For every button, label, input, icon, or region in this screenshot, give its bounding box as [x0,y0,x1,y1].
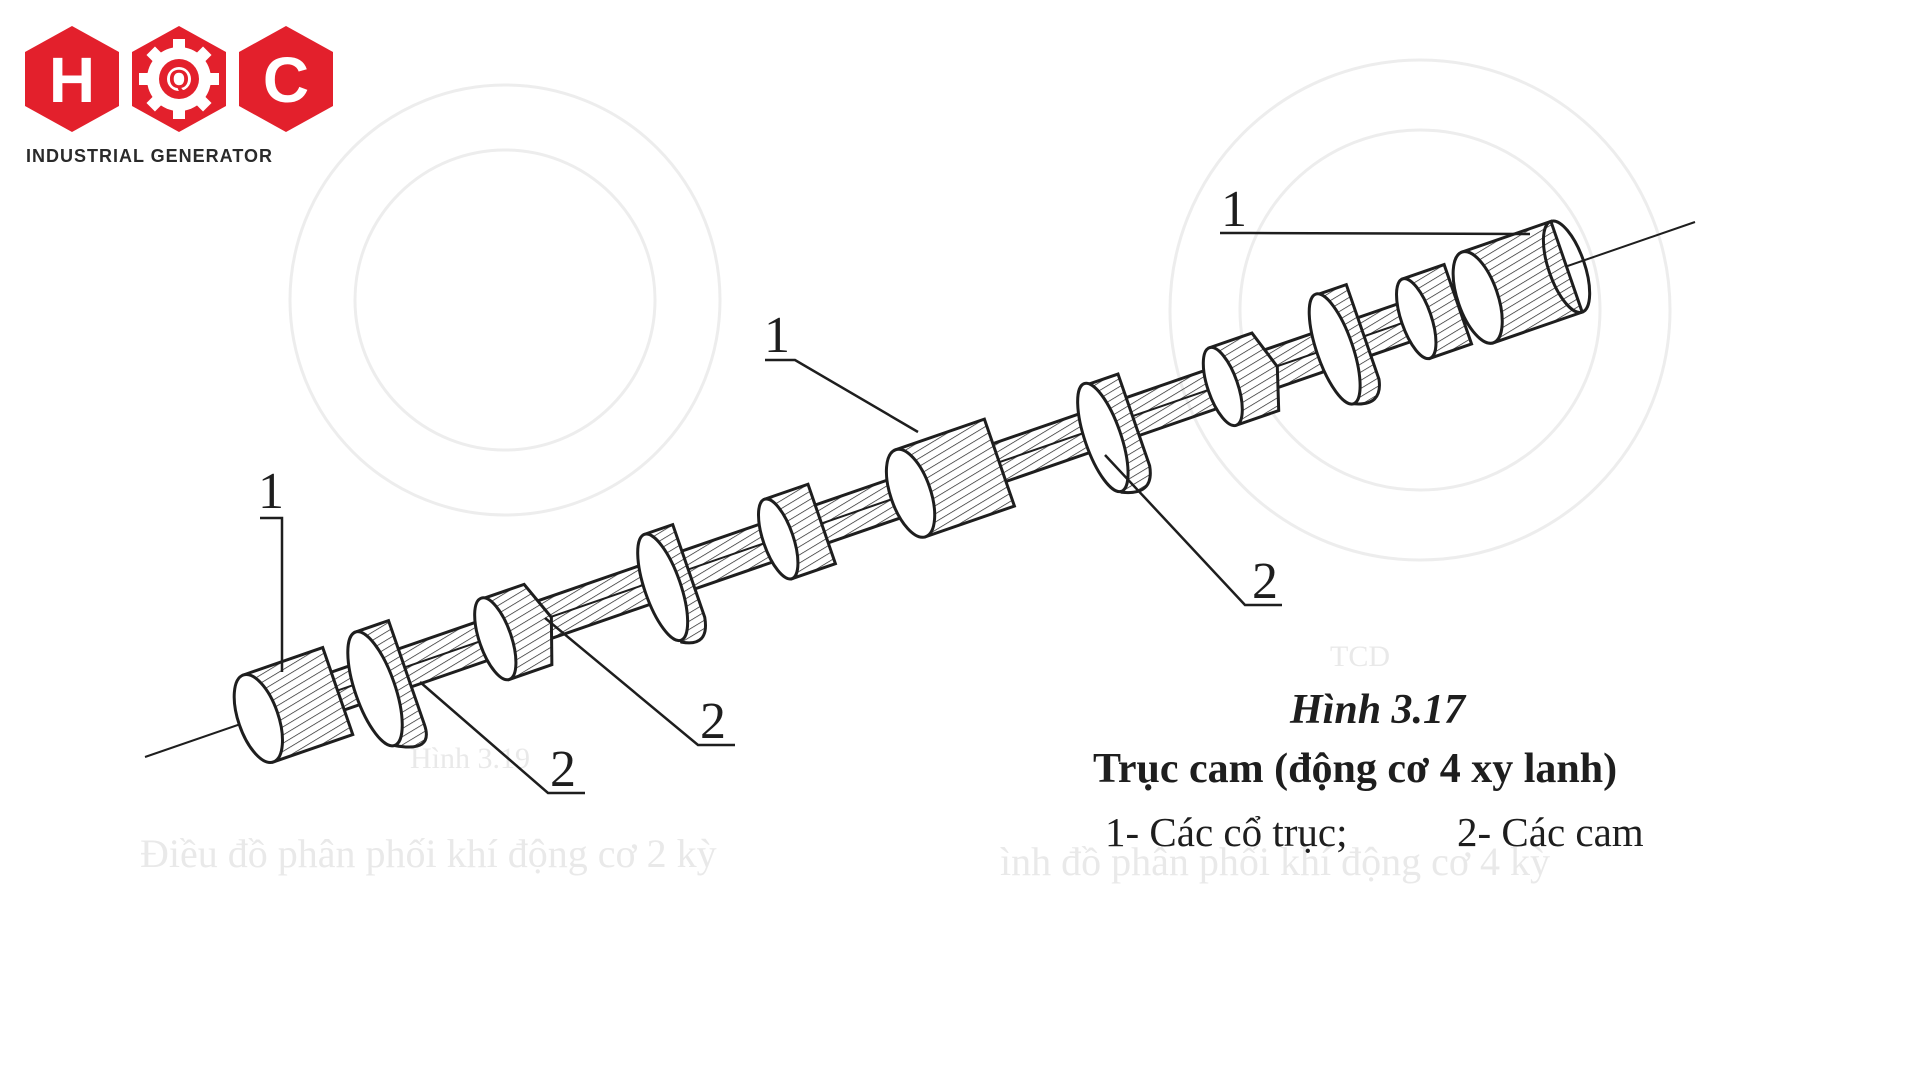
leader-lines [260,231,1531,795]
cam-8 [1395,262,1474,361]
ghost-text-right: ình đồ phân phối khí động cơ 4 kỳ [1000,839,1550,884]
camshaft [144,219,1696,764]
ghost-text-small-1: TCD [1330,640,1390,673]
journal-left [232,645,355,764]
brand-logo: H Q C INDUSTRIAL GENERATOR [22,22,342,172]
logo-letter-h: H [49,44,95,116]
ghost-circles [288,58,1672,562]
callout-journal-left: 1 [258,463,284,520]
legend-item-cams: 2- Các cam [1457,809,1644,855]
gear-icon: Q [139,39,219,119]
cam-2 [473,582,554,682]
journal-middle [884,417,1017,539]
leader-journal-middle [765,358,919,434]
leader-cam-middle [544,617,735,747]
cam-1 [346,618,428,749]
journal-right [1451,219,1592,345]
logo-hexagon-3 [239,26,333,132]
leader-cam-left [419,681,585,795]
leader-journal-right [1220,231,1531,236]
callout-journal-middle: 1 [764,307,790,364]
callout-journal-right: 1 [1221,181,1247,238]
leader-cam-right [1104,454,1282,607]
callout-cam-left: 2 [550,741,576,798]
leader-journal-left [260,516,284,672]
logo-letter-q: Q [169,64,189,94]
cam-3 [636,522,707,645]
figure-title: Hình 3.17 [1290,687,1466,733]
figure-subtitle: Trục cam (động cơ 4 xy lanh) [1093,746,1618,792]
logo-letter-c: C [263,44,309,116]
callout-cam-middle: 2 [700,693,726,750]
logo-hexagons: H Q C [25,26,333,132]
logo-hexagon-1 [25,26,119,132]
cam-7 [1307,282,1381,406]
cam-6 [1201,331,1281,428]
callout-cam-right: 2 [1252,553,1278,610]
ghost-text-left: Điều đồ phân phối khí động cơ 2 kỳ [140,831,717,876]
logo-tagline: INDUSTRIAL GENERATOR [26,146,274,166]
cam-4 [756,482,838,581]
legend-item-journals: 1- Các cổ trục; [1105,809,1348,855]
